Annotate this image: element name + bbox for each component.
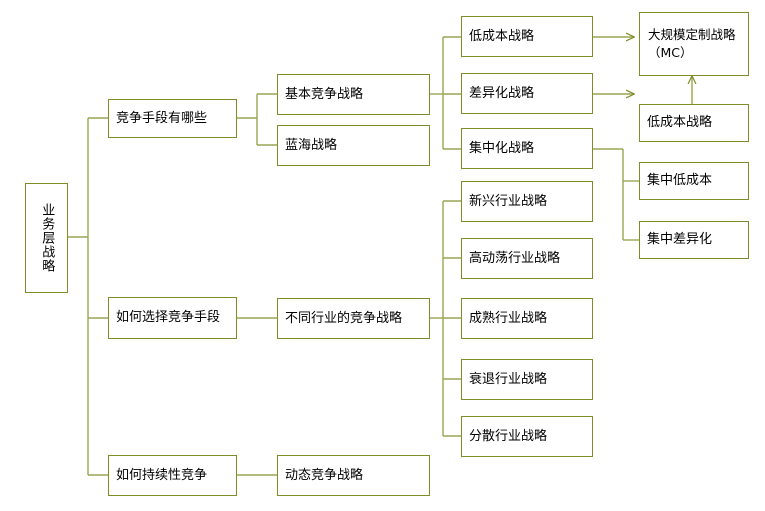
node-low-cost-strategy-right[interactable]: 低成本战略 [639, 104, 749, 142]
node-dynamic-competition-strategy[interactable]: 动态竞争战略 [277, 455, 430, 496]
node-branch-competitive-means[interactable]: 竞争手段有哪些 [108, 99, 237, 138]
node-declining-industry-strategy[interactable]: 衰退行业战略 [461, 359, 593, 400]
node-low-cost-strategy[interactable]: 低成本战略 [461, 16, 593, 57]
node-turbulent-industry-strategy[interactable]: 高动荡行业战略 [461, 238, 593, 279]
node-mass-customization-strategy[interactable]: 大规模定制战略（MC） [639, 12, 749, 76]
node-focused-differentiation[interactable]: 集中差异化 [639, 221, 749, 259]
node-blue-ocean-strategy[interactable]: 蓝海战略 [277, 125, 430, 166]
node-focused-low-cost[interactable]: 集中低成本 [639, 162, 749, 200]
node-mature-industry-strategy[interactable]: 成熟行业战略 [461, 298, 593, 339]
node-basic-competitive-strategy[interactable]: 基本竞争战略 [277, 74, 430, 115]
node-root[interactable]: 业务层战略 [25, 183, 68, 293]
node-differentiation-strategy[interactable]: 差异化战略 [461, 73, 593, 114]
node-focus-strategy[interactable]: 集中化战略 [461, 128, 593, 169]
node-branch-how-to-choose[interactable]: 如何选择竞争手段 [108, 297, 237, 339]
node-fragmented-industry-strategy[interactable]: 分散行业战略 [461, 416, 593, 457]
node-industry-competitive-strategies[interactable]: 不同行业的竞争战略 [277, 298, 430, 339]
node-branch-sustained-competition[interactable]: 如何持续性竞争 [108, 455, 237, 496]
node-emerging-industry-strategy[interactable]: 新兴行业战略 [461, 181, 593, 222]
